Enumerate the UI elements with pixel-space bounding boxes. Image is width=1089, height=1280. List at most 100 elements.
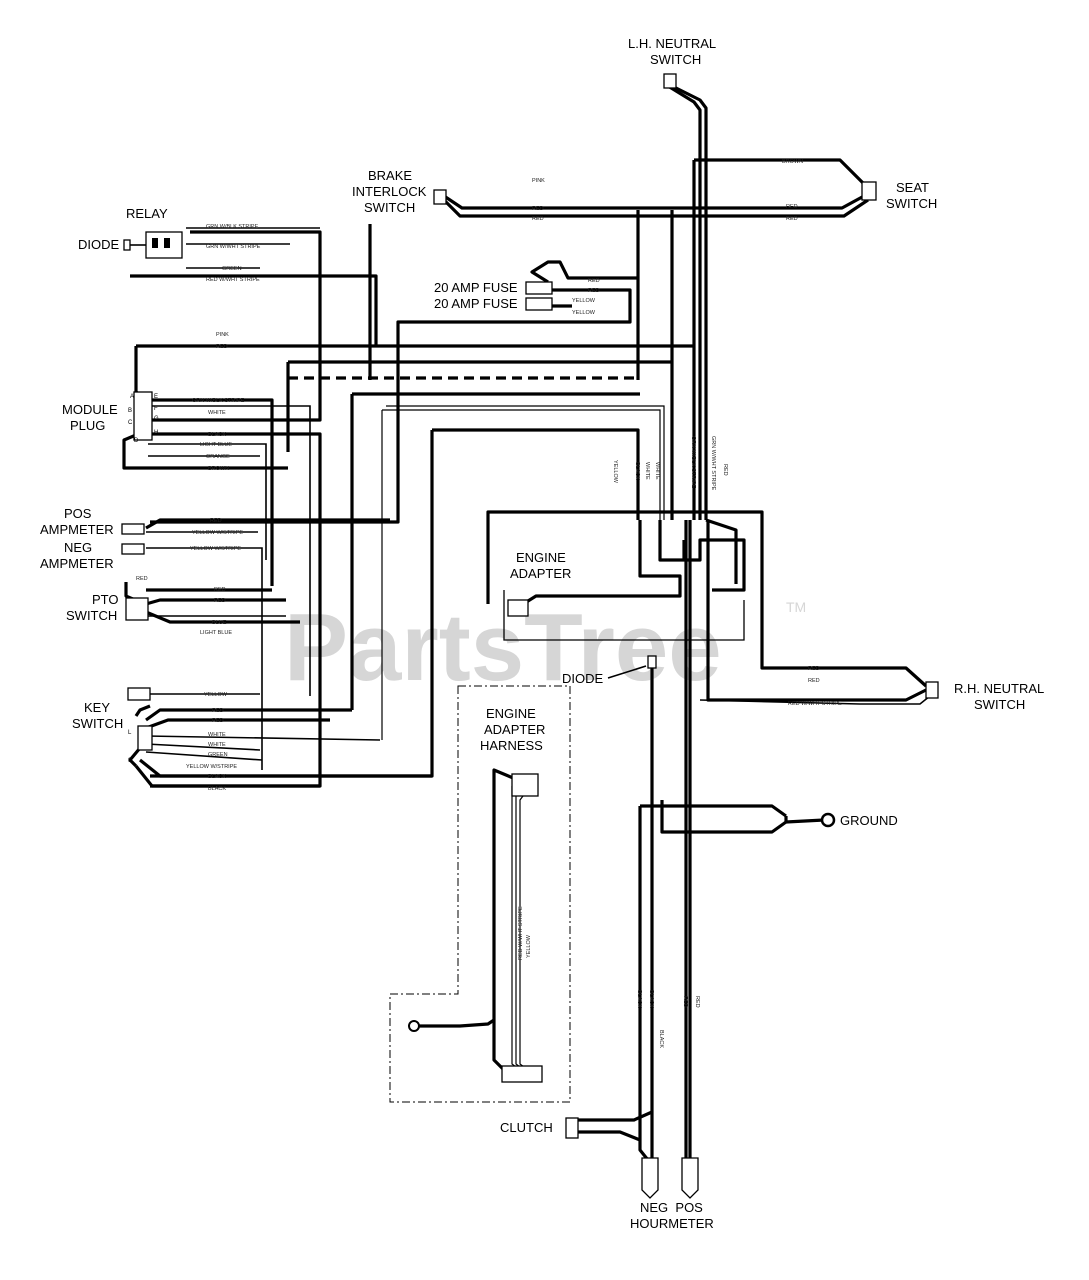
harness-connector-top xyxy=(511,773,539,797)
wire-label: BROWN xyxy=(208,466,229,472)
pin-c: C xyxy=(128,420,133,426)
wire-label: WHITE xyxy=(208,742,226,748)
seat-switch-label-2: SWITCH xyxy=(886,196,937,211)
wire-label: LIGHT BLUE xyxy=(200,442,232,448)
wire-label: RED xyxy=(214,587,226,593)
pin-g: G xyxy=(154,416,159,422)
module-plug-label-1: MODULE xyxy=(62,402,118,417)
wire-label: WHITE xyxy=(644,462,650,480)
wire-label: RED xyxy=(722,464,728,476)
wire-label: GREEN xyxy=(208,752,228,758)
wire-label: RED xyxy=(682,996,688,1008)
key-switch-icon xyxy=(137,725,153,751)
eah-label-2: ADAPTER xyxy=(484,722,545,737)
relay-diode-label: DIODE xyxy=(78,237,120,252)
wire-label: GRN W/BLK STRIPE xyxy=(690,436,696,489)
module-plug-icon xyxy=(133,391,153,441)
wire-labels: BROWN PINK RED RED RED RED GRN W/BLK STR… xyxy=(136,159,842,1048)
pos-hourmeter-terminal-icon xyxy=(681,1157,699,1199)
engine-adapter-harness xyxy=(389,685,571,1103)
wire-label: RED xyxy=(694,996,700,1008)
harness-connector-bottom xyxy=(501,1065,543,1083)
brake-label-3: SWITCH xyxy=(364,200,415,215)
diode-icon xyxy=(123,239,131,251)
wire-label: YELLOW W/STRIPE xyxy=(192,530,243,536)
wire-label: GREEN xyxy=(222,266,242,272)
wire-label: RED W/WHT STRIPE xyxy=(206,277,260,283)
wire-label: BLUE xyxy=(212,620,227,626)
wire-label: YELLOW xyxy=(204,692,228,698)
wire-label: YELLOW xyxy=(572,310,596,316)
wire-label: BLACK xyxy=(208,774,226,780)
neg-ampmeter-label-1: NEG xyxy=(64,540,92,555)
wire-label: RED xyxy=(808,666,820,672)
hourmeter-label-1: NEG POS xyxy=(640,1200,703,1215)
wire-label: BLACK xyxy=(648,990,654,1008)
wire-label: RED xyxy=(588,288,600,294)
ground-ring-icon xyxy=(820,812,836,828)
wire-label: YELLOW xyxy=(572,298,596,304)
wire-label: BLACK xyxy=(634,462,640,480)
fuse-1-label: 20 AMP FUSE xyxy=(434,280,518,295)
wire-label: PINK xyxy=(216,332,229,338)
key-pin-l: L xyxy=(128,730,132,736)
wire-label: RED xyxy=(588,278,600,284)
brake-label-1: BRAKE xyxy=(368,168,412,183)
engine-adapter-label-2: ADAPTER xyxy=(510,566,571,581)
wire-label: RED xyxy=(136,576,148,582)
wire-label: RED xyxy=(212,718,224,724)
wire-label: WHITE xyxy=(208,732,226,738)
wire-label: BLACK xyxy=(208,432,226,438)
fuse-2-label: 20 AMP FUSE xyxy=(434,296,518,311)
lh-neutral-switch-label-1: L.H. NEUTRAL xyxy=(628,36,716,51)
key-switch-label-2: SWITCH xyxy=(72,716,123,731)
wire-label: RED xyxy=(210,518,222,524)
main-harness xyxy=(122,84,931,1161)
fuse-1-icon xyxy=(525,281,553,295)
pos-ampmeter-label-1: POS xyxy=(64,506,92,521)
wire-label: ORANGE xyxy=(206,454,230,460)
neg-hourmeter-terminal-icon xyxy=(641,1157,659,1199)
eah-label-3: HARNESS xyxy=(480,738,543,753)
wire-label: GRN W/BLK STRIPE xyxy=(192,398,245,404)
engine-adapter-connector-icon xyxy=(507,599,529,617)
clutch-icon xyxy=(565,1117,579,1139)
pin-b: B xyxy=(128,408,132,414)
engine-diode-label: DIODE xyxy=(562,671,604,686)
brake-interlock-switch-icon xyxy=(433,189,447,205)
rh-neutral-label-1: R.H. NEUTRAL xyxy=(954,681,1044,696)
pin-f: F xyxy=(154,406,158,412)
wire-label: RED xyxy=(216,344,228,350)
wire-label: YELLOW W/STRIPE xyxy=(190,546,241,552)
brake-label-2: INTERLOCK xyxy=(352,184,427,199)
eah-label-1: ENGINE xyxy=(486,706,536,721)
pin-d: D xyxy=(134,438,139,444)
pin-a: A xyxy=(130,394,134,400)
wire-label: RED W/WHT STRIPE xyxy=(518,906,524,960)
rh-neutral-switch-icon xyxy=(925,681,939,699)
wire-label: RED W/WHT STRIPE xyxy=(788,701,842,707)
wire-label: BLACK xyxy=(636,990,642,1008)
wire-label: YELLOW xyxy=(526,934,532,958)
hourmeter-label-2: HOURMETER xyxy=(630,1216,714,1231)
engine-adapter-label-1: ENGINE xyxy=(516,550,566,565)
trademark: TM xyxy=(786,599,806,615)
engine-diode-icon xyxy=(647,655,657,669)
wire-label: RED xyxy=(532,206,544,212)
wire-label: PINK xyxy=(532,178,545,184)
lh-neutral-switch-label-2: SWITCH xyxy=(650,52,701,67)
wire-label: BLACK xyxy=(658,1030,664,1048)
ground-label: GROUND xyxy=(840,813,898,828)
wire-label: WHITE xyxy=(654,462,660,480)
ring-terminal-icon xyxy=(408,1020,420,1032)
pos-ampmeter-label-2: AMPMETER xyxy=(40,522,114,537)
wire-label: YELLOW W/STRIPE xyxy=(186,764,237,770)
watermark: PartsTree xyxy=(284,594,722,701)
relay-label: RELAY xyxy=(126,206,168,221)
pto-switch-label-1: PTO xyxy=(92,592,119,607)
wire-label: GRN W/WHT STRIPE xyxy=(710,436,716,491)
lh-neutral-switch-icon xyxy=(663,73,677,89)
wire-label: RED xyxy=(532,216,544,222)
neg-ampmeter-label-2: AMPMETER xyxy=(40,556,114,571)
